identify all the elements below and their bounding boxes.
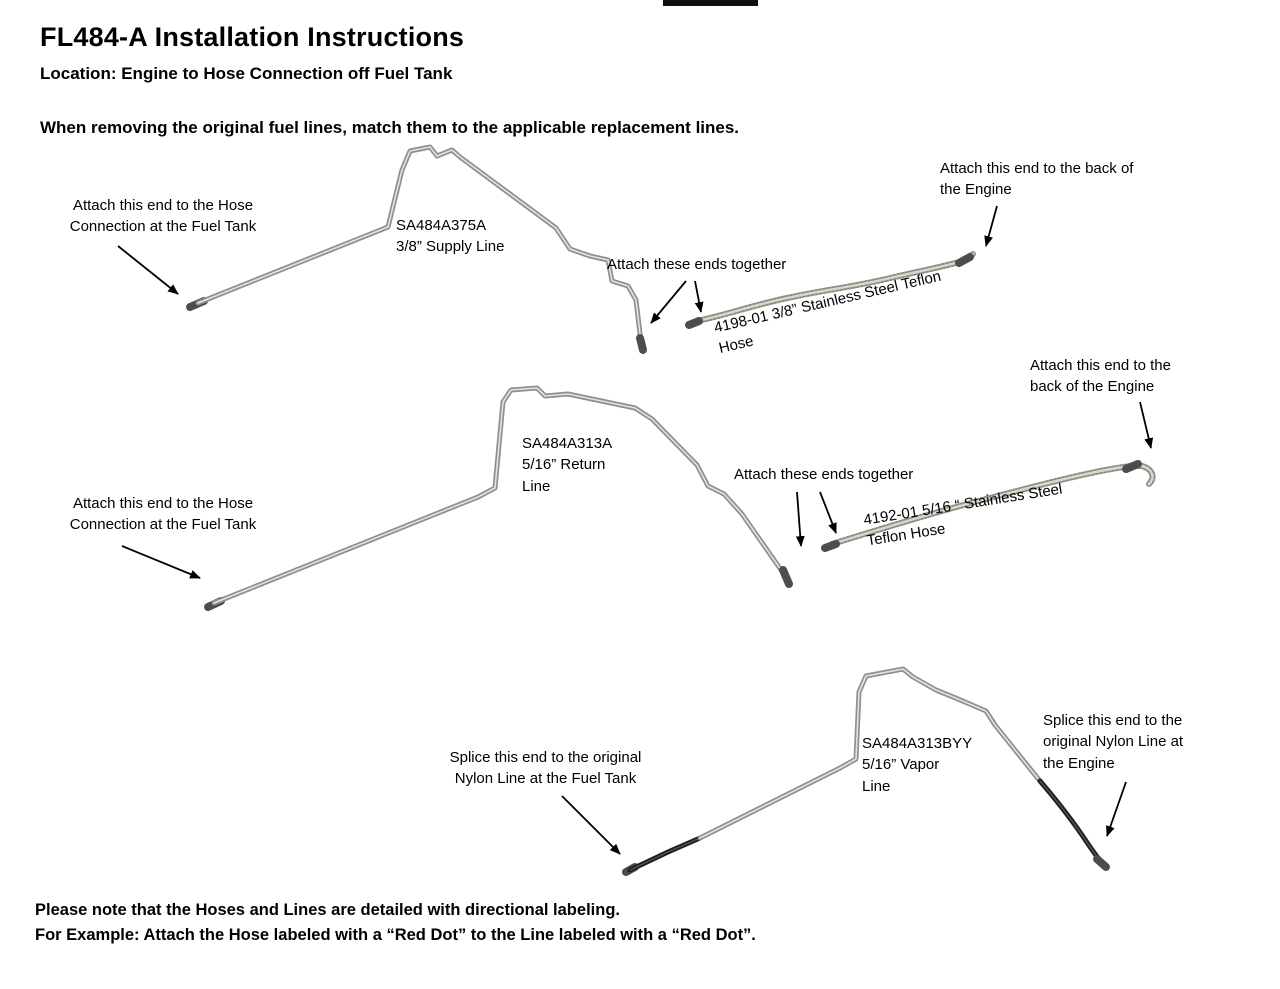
arrow-return-ends-left xyxy=(795,491,805,547)
vapor-line-art xyxy=(622,666,1110,876)
annotation-arrows xyxy=(117,205,1154,855)
arrow-return-engine-end xyxy=(1139,401,1154,449)
label-vapor-tank-end: Splice this end to the original Nylon Li… xyxy=(449,749,642,788)
label-supply-ends-together: Attach these ends together xyxy=(607,256,787,273)
label-return-tank-end: Attach this end to the Hose Connection a… xyxy=(69,495,257,534)
footer-note-directional-labeling: Please note that the Hoses and Lines are… xyxy=(35,901,620,919)
page-title: FL484-A Installation Instructions xyxy=(40,22,465,52)
arrow-supply-tank-end xyxy=(117,245,179,295)
label-vapor-part-number: SA484A313BYY 5/16” Vapor Line xyxy=(862,735,973,795)
arrow-supply-engine-end xyxy=(984,205,998,247)
return-line-art xyxy=(204,385,793,611)
label-supply-tank-end: Attach this end to the Hose Connection a… xyxy=(69,197,257,236)
label-supply-part-number: SA484A375A 3/8” Supply Line xyxy=(396,217,505,256)
label-supply-engine-end: Attach this end to the back of the Engin… xyxy=(940,160,1134,199)
arrow-return-ends-right xyxy=(819,491,837,534)
arrow-vapor-tank-end xyxy=(561,795,621,855)
return-hose-art xyxy=(821,460,1156,552)
arrow-return-tank-end xyxy=(121,545,201,579)
footer-note-red-dot-example: For Example: Attach the Hose labeled wit… xyxy=(35,926,756,944)
label-return-engine-end: Attach this end to the back of the Engin… xyxy=(1030,357,1171,396)
label-return-part-number: SA484A313A 5/16” Return Line xyxy=(522,435,613,495)
intro-line: When removing the original fuel lines, m… xyxy=(40,118,740,137)
label-return-ends-together: Attach these ends together xyxy=(734,466,914,483)
label-vapor-engine-end: Splice this end to the original Nylon Li… xyxy=(1043,712,1184,772)
arrow-vapor-engine-end xyxy=(1106,781,1127,837)
arrow-supply-ends-right xyxy=(694,280,704,313)
location-line: Location: Engine to Hose Connection off … xyxy=(40,64,453,83)
supply-line-art xyxy=(186,144,647,354)
top-edge-artifact xyxy=(663,0,758,6)
supply-hose-art xyxy=(685,251,976,329)
arrow-supply-ends-left xyxy=(650,280,687,324)
